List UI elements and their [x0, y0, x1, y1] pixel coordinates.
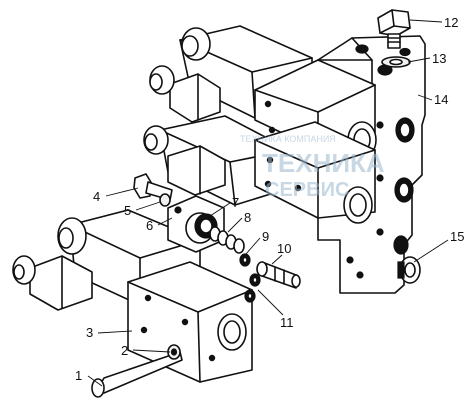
leader-2 [132, 349, 171, 353]
callout-12: 12 [444, 15, 458, 30]
callout-14: 14 [434, 92, 448, 107]
leader-3 [97, 330, 133, 334]
long-screw [91, 351, 183, 398]
callout-6: 6 [146, 218, 153, 233]
upper-solenoid-valve [149, 25, 377, 159]
leader-5 [135, 201, 161, 211]
watermark-line-1: ТЕХНИКА КОМПАНИЯ [240, 134, 336, 144]
leader-10 [271, 254, 283, 265]
middle-solenoid-valve [143, 115, 376, 224]
o-ring [239, 253, 251, 267]
seal-ring [244, 273, 261, 303]
leader-lines [87, 19, 449, 387]
callout-15: 15 [450, 229, 464, 244]
leader-13 [407, 57, 431, 63]
side-plug [397, 256, 421, 284]
callout-4: 4 [93, 189, 100, 204]
small-washer [159, 193, 171, 207]
spring [209, 226, 245, 254]
plunger [256, 261, 301, 289]
lower-solenoid-valve [12, 209, 253, 383]
leader-6 [157, 217, 173, 226]
leader-14 [417, 94, 433, 101]
leader-1 [87, 375, 103, 387]
leader-8 [227, 217, 243, 233]
callout-7: 7 [232, 195, 239, 210]
top-washer [381, 56, 411, 68]
callout-1: 1 [75, 368, 82, 383]
leader-11 [257, 289, 284, 316]
leader-7 [209, 202, 231, 217]
watermark-line-3: СЕРВИС [265, 179, 349, 201]
small-bolt [133, 173, 173, 201]
watermark-line-2: ТЕХНИКА [262, 148, 385, 178]
leader-4 [105, 187, 139, 197]
callout-11: 11 [280, 315, 294, 330]
callout-10: 10 [277, 241, 291, 256]
callout-2: 2 [121, 343, 128, 358]
callout-9: 9 [262, 229, 269, 244]
top-bolt [377, 9, 411, 49]
leader-9 [245, 237, 261, 255]
callout-8: 8 [244, 210, 251, 225]
callout-13: 13 [432, 51, 446, 66]
leader-15 [413, 239, 449, 263]
callout-3: 3 [86, 325, 93, 340]
callout-5: 5 [124, 203, 131, 218]
watermark: ТЕХНИКА КОМПАНИЯ ТЕХНИКА СЕРВИС [240, 134, 385, 201]
callout-labels: 1 2 3 4 5 6 7 8 9 10 11 12 13 14 15 [75, 15, 464, 383]
leader-12 [409, 19, 443, 23]
